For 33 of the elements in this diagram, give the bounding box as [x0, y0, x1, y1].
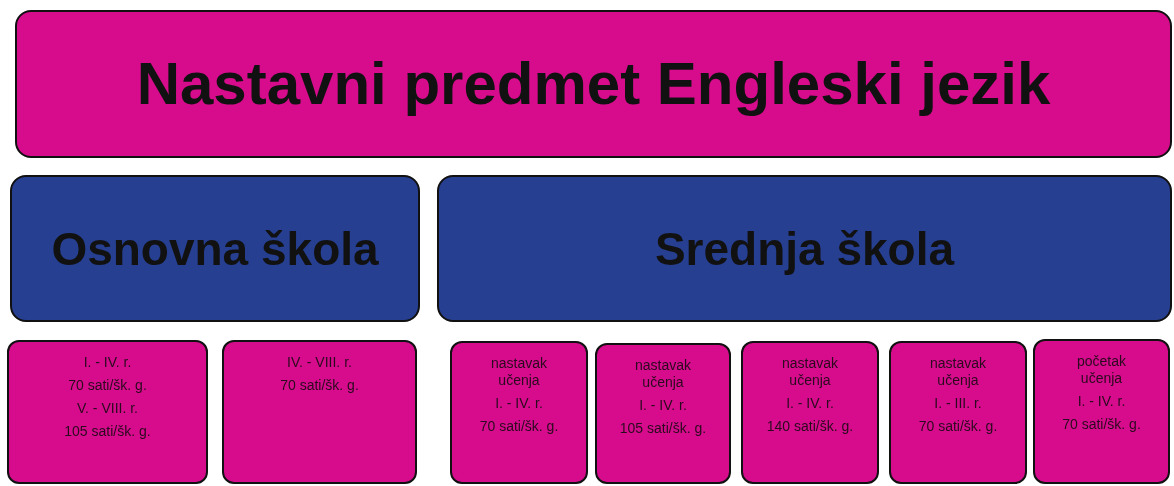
hours-text: IV. - VIII. r.: [287, 354, 352, 371]
hours-text: I. - IV. r.: [83, 354, 132, 371]
hours-box: [7, 340, 208, 484]
hours-text: I. - IV. r.: [639, 397, 687, 414]
hours-text: 70 sati/šk. g.: [68, 377, 147, 394]
hours-box: [595, 343, 731, 484]
hours-box: [222, 340, 417, 484]
hours-text: 105 sati/šk. g.: [619, 420, 707, 437]
hours-box: [1033, 339, 1170, 484]
hours-text: početak učenja: [1075, 353, 1127, 387]
hours-text: 70 sati/šk. g.: [280, 377, 359, 394]
hours-box: [450, 341, 588, 484]
title-box: [15, 10, 1172, 158]
hours-text: nastavak učenja: [928, 355, 987, 389]
hours-box: [889, 341, 1027, 484]
hours-text: V. - VIII. r.: [77, 400, 138, 417]
school-box: [437, 175, 1172, 322]
hours-text: nastavak učenja: [633, 357, 692, 391]
heading-text: Osnovna škola: [51, 225, 379, 272]
hours-text: 70 sati/šk. g.: [918, 418, 998, 435]
school-box: [10, 175, 420, 322]
hours-box: [741, 341, 879, 484]
hours-text: nastavak učenja: [489, 355, 548, 389]
hours-text: 70 sati/šk. g.: [1062, 416, 1141, 433]
hours-text: I. - III. r.: [934, 395, 982, 412]
hours-text: I. - IV. r.: [495, 395, 543, 412]
hours-text: nastavak učenja: [780, 355, 839, 389]
hours-text: I. - IV. r.: [1077, 393, 1126, 410]
heading-text: Nastavni predmet Engleski jezik: [136, 54, 1051, 114]
hours-text: 140 sati/šk. g.: [766, 418, 854, 435]
hours-text: I. - IV. r.: [786, 395, 834, 412]
hours-text: 70 sati/šk. g.: [479, 418, 559, 435]
hours-text: 105 sati/šk. g.: [64, 423, 151, 440]
